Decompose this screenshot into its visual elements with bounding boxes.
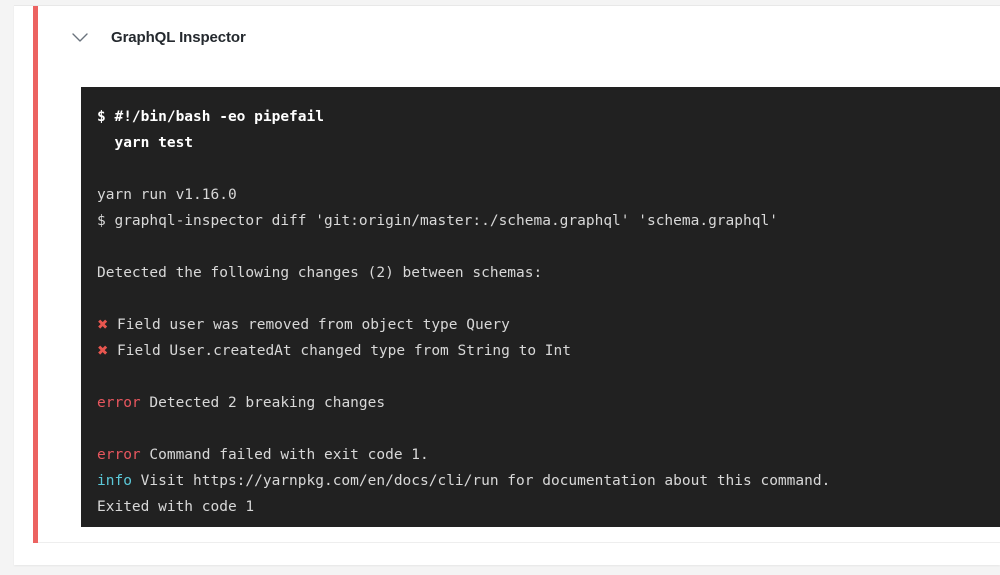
terminal-line <box>97 364 1000 390</box>
check-run-card: GraphQL Inspector $ #!/bin/bash -eo pipe… <box>14 5 1000 565</box>
terminal-line: Detected the following changes (2) betwe… <box>97 265 543 281</box>
terminal-line-text: Command failed with exit code 1. <box>140 447 429 463</box>
terminal-line-text: Visit https://yarnpkg.com/en/docs/cli/ru… <box>131 473 831 489</box>
terminal-line <box>97 234 1000 260</box>
terminal-line <box>97 416 1000 442</box>
breaking-change-x-icon: ✖ <box>97 317 109 333</box>
terminal-line-text: Field User.createdAt changed type from S… <box>108 343 571 359</box>
terminal-line: error Command failed with exit code 1. <box>97 442 1000 468</box>
terminal-line: info Visit https://yarnpkg.com/en/docs/c… <box>97 468 1000 494</box>
terminal-line: ✖ Field user was removed from object typ… <box>97 312 1000 338</box>
terminal-line: Exited with code 1 <box>97 499 255 515</box>
log-level-error: error <box>97 447 141 463</box>
terminal-line <box>97 286 1000 312</box>
build-log-terminal[interactable]: $ #!/bin/bash -eo pipefail yarn test yar… <box>81 87 1000 527</box>
terminal-line-text: Detected 2 breaking changes <box>140 395 386 411</box>
card-content: GraphQL Inspector $ #!/bin/bash -eo pipe… <box>38 6 1000 565</box>
failure-accent-bar <box>33 6 38 543</box>
terminal-line: $ graphql-inspector diff 'git:origin/mas… <box>97 213 778 229</box>
log-level-error: error <box>97 395 141 411</box>
terminal-line-text: Field user was removed from object type … <box>108 317 510 333</box>
terminal-line: ✖ Field User.createdAt changed type from… <box>97 338 1000 364</box>
terminal-line: yarn test <box>97 135 194 151</box>
card-footer <box>38 543 1000 565</box>
check-header[interactable]: GraphQL Inspector <box>38 6 1000 68</box>
chevron-down-icon[interactable] <box>67 24 93 50</box>
card-divider <box>38 542 1000 543</box>
breaking-change-x-icon: ✖ <box>97 343 109 359</box>
terminal-line <box>97 156 1000 182</box>
terminal-line: yarn run v1.16.0 <box>97 187 237 203</box>
check-title: GraphQL Inspector <box>111 28 246 46</box>
terminal-line: $ #!/bin/bash -eo pipefail <box>97 109 324 125</box>
log-level-info: info <box>97 473 132 489</box>
terminal-line: error Detected 2 breaking changes <box>97 390 1000 416</box>
